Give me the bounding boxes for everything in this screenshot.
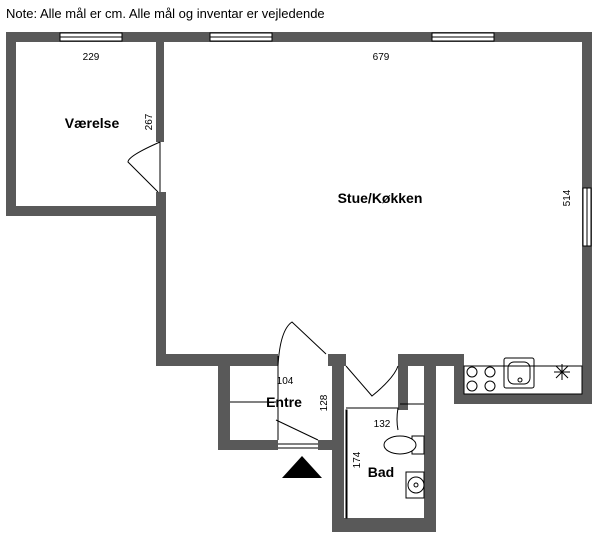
room-label-stue: Stue/Køkken — [338, 190, 423, 206]
door-entre-stue — [277, 321, 327, 367]
dim-entre-width: 104 — [277, 376, 294, 387]
room-label-vaerelse: Værelse — [65, 115, 120, 131]
room-label-entre: Entre — [266, 394, 302, 410]
sink-icon — [503, 357, 535, 389]
door-bad — [346, 407, 399, 431]
toilet-icon — [383, 435, 425, 455]
kitchen-counter — [463, 357, 583, 395]
door-bad-entry — [345, 365, 399, 397]
dim-bad-depth: 174 — [352, 451, 363, 468]
dim-vaerelse-width: 229 — [83, 52, 100, 63]
dim-stue-width: 679 — [373, 52, 390, 63]
dim-entre-depth: 128 — [319, 394, 330, 411]
plan-note: Note: Alle mål er cm. Alle mål og invent… — [6, 6, 325, 21]
dim-stue-depth: 514 — [562, 189, 573, 206]
room-label-bad: Bad — [368, 464, 394, 480]
bathroom-fixtures — [345, 409, 425, 519]
door-vaerelse — [127, 141, 161, 193]
walls — [6, 32, 592, 532]
stove-icon — [466, 366, 496, 392]
extractor-icon — [554, 364, 570, 380]
dim-bad-width: 132 — [374, 419, 391, 430]
washbasin-icon — [405, 471, 425, 499]
entrance-arrow-icon — [282, 456, 322, 478]
doors — [127, 141, 424, 449]
dim-vaerelse-depth: 267 — [144, 113, 155, 130]
